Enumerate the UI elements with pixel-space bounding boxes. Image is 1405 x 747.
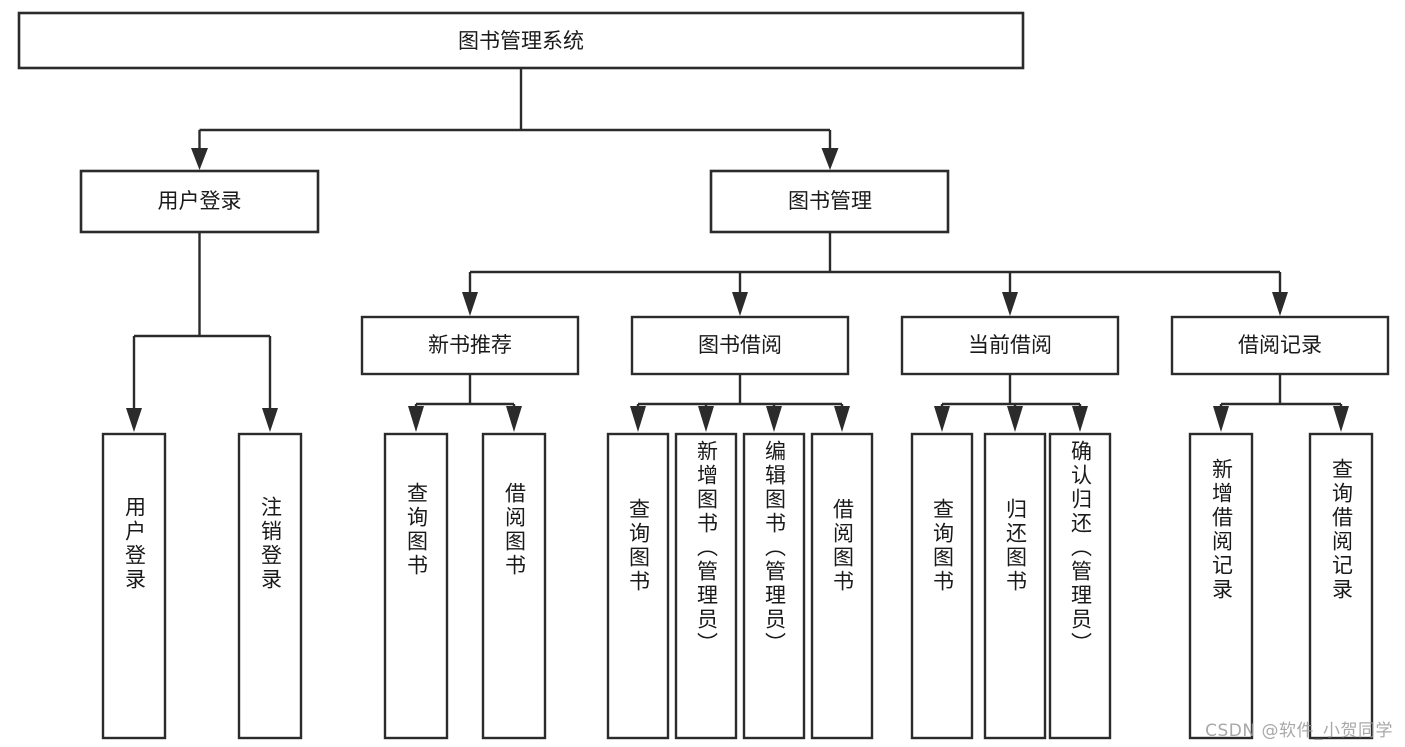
node-user-login-label: 用户登录 xyxy=(158,189,242,213)
arrowhead-leaf-confirm-return xyxy=(1072,406,1088,432)
leaf-query-book-1-box[interactable] xyxy=(383,432,449,740)
node-user-login-box[interactable] xyxy=(79,169,320,234)
leaf-return-book-box[interactable] xyxy=(983,432,1047,740)
arrowhead-leaf-add-record xyxy=(1213,406,1229,432)
leaf-edit-book-box[interactable] xyxy=(742,432,806,740)
node-book-management-label: 图书管理 xyxy=(788,189,872,213)
leaf-user-logout-box[interactable] xyxy=(237,432,303,740)
node-current-borrow[interactable]: 当前借阅 xyxy=(900,315,1120,376)
arrowhead-leaf-add-book xyxy=(698,406,714,432)
arrowhead-leaf-query-book-1 xyxy=(408,406,424,432)
leaf-query-record-box[interactable] xyxy=(1308,432,1374,740)
leaf-borrow-book-2-box[interactable] xyxy=(810,432,874,740)
arrowhead-current-borrow xyxy=(1002,292,1018,316)
node-book-management[interactable]: 图书管理 xyxy=(709,169,950,234)
node-book-borrow-box[interactable] xyxy=(630,315,850,376)
leaf-user-login-box[interactable] xyxy=(101,432,167,740)
arrowhead-leaf-borrow-book-2 xyxy=(834,406,850,432)
node-layer: 图书管理系统 用户登录 图书管理 新书推荐 图书借阅 xyxy=(17,11,1390,740)
arrowhead-leaf-query-book-2 xyxy=(630,406,646,432)
node-book-management-box[interactable] xyxy=(709,169,950,234)
node-root-box[interactable] xyxy=(17,11,1025,70)
node-new-book-recommend-box[interactable] xyxy=(360,315,580,376)
node-current-borrow-label: 当前借阅 xyxy=(968,333,1052,357)
node-new-book-recommend[interactable]: 新书推荐 xyxy=(360,315,580,376)
node-current-borrow-box[interactable] xyxy=(900,315,1120,376)
node-user-login[interactable]: 用户登录 xyxy=(79,169,320,234)
connector-layer xyxy=(126,68,1349,432)
node-borrow-record-label: 借阅记录 xyxy=(1238,333,1322,357)
csdn-watermark: CSDN @软件_小贺同学 xyxy=(1205,721,1393,741)
arrowhead-leaf-query-record xyxy=(1333,406,1349,432)
node-book-borrow-label: 图书借阅 xyxy=(698,333,782,357)
node-root[interactable]: 图书管理系统 xyxy=(17,11,1025,70)
arrowhead-leaf-borrow-book-1 xyxy=(506,406,522,432)
leaf-add-record-box[interactable] xyxy=(1188,432,1254,740)
leaf-add-book-box[interactable] xyxy=(674,432,738,740)
node-new-book-recommend-label: 新书推荐 xyxy=(428,333,512,357)
arrowhead-new-book-recommend xyxy=(462,292,478,316)
arrowhead-leaf-query-book-3 xyxy=(934,406,950,432)
arrowhead-borrow-record xyxy=(1272,292,1288,316)
leaf-borrow-book-1-box[interactable] xyxy=(481,432,547,740)
arrowhead-book-management xyxy=(821,148,839,170)
arrowhead-book-borrow xyxy=(732,292,748,316)
node-borrow-record-box[interactable] xyxy=(1170,315,1390,376)
arrowhead-leaf-return-book xyxy=(1007,406,1023,432)
arrowhead-leaf-edit-book xyxy=(766,406,782,432)
node-book-borrow[interactable]: 图书借阅 xyxy=(630,315,850,376)
node-borrow-record[interactable]: 借阅记录 xyxy=(1170,315,1390,376)
node-root-label: 图书管理系统 xyxy=(458,29,584,53)
leaf-confirm-return-box[interactable] xyxy=(1048,432,1112,740)
arrowhead-user-login xyxy=(191,148,208,170)
leaf-query-book-2-box[interactable] xyxy=(606,432,670,740)
arrowhead-leaf-user-logout xyxy=(262,408,278,432)
leaf-query-book-3-box[interactable] xyxy=(910,432,974,740)
arrowhead-leaf-user-login xyxy=(126,408,142,432)
